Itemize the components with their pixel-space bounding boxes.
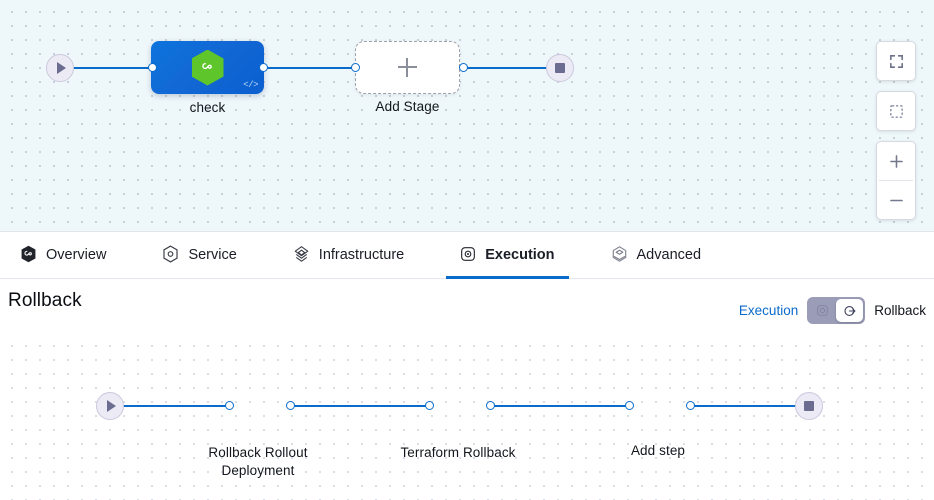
fit-to-screen-button[interactable] [877, 42, 915, 80]
port-rollout-out[interactable] [286, 401, 295, 410]
port-add-step-in[interactable] [625, 401, 634, 410]
pipeline-stage-canvas[interactable]: </> check Add Stage [0, 0, 934, 232]
stage-label-check: check [189, 100, 226, 115]
rollback-start-node[interactable] [96, 392, 124, 420]
edge-add-stage-to-end [458, 67, 558, 69]
edge-rollout-to-terraform [288, 405, 430, 407]
execution-icon [460, 246, 476, 265]
edge-check-to-add-stage [260, 67, 356, 69]
toggle-label-execution[interactable]: Execution [738, 303, 799, 318]
zoom-out-button[interactable] [877, 181, 915, 219]
stage-tab-bar: Overview Service [0, 232, 934, 279]
minus-icon [889, 199, 903, 201]
toggle-segment-execution[interactable] [809, 299, 836, 322]
infrastructure-layers-icon [293, 245, 310, 266]
edge-start-to-check [72, 67, 162, 69]
tab-execution[interactable]: Execution [446, 232, 569, 279]
port-check-out[interactable] [259, 63, 268, 72]
rollback-header: Rollback Execution Ro [0, 279, 934, 334]
toggle-label-rollback[interactable]: Rollback [874, 303, 926, 318]
edge-terraform-to-add-step [488, 405, 630, 407]
fit-screen-icon [889, 54, 903, 68]
add-step-label: Add step [630, 443, 686, 458]
step-label-rollback-rollout-deployment: Rollback Rollout Deployment [208, 445, 308, 478]
tab-label-infrastructure: Infrastructure [318, 247, 405, 263]
tab-label-service: Service [188, 247, 237, 263]
tab-label-advanced: Advanced [636, 247, 702, 263]
pipeline-start-node[interactable] [46, 54, 74, 82]
edge-add-step-to-end [688, 405, 802, 407]
plus-icon [889, 154, 903, 168]
code-badge-icon: </> [243, 80, 258, 90]
advanced-cube-icon [611, 245, 628, 266]
selection-box-button[interactable] [877, 92, 915, 130]
toggle-switch[interactable] [807, 297, 866, 324]
add-stage-label: Add Stage [375, 99, 440, 114]
selection-box-group [876, 91, 916, 131]
pipeline-end-node[interactable] [546, 54, 574, 82]
tab-label-overview: Overview [46, 247, 107, 263]
plus-icon [398, 58, 417, 77]
toolbar-divider [879, 180, 913, 181]
zoom-in-button[interactable] [877, 142, 915, 180]
port-rollout-in[interactable] [225, 401, 234, 410]
port-terraform-in[interactable] [425, 401, 434, 410]
zoom-controls-group [876, 141, 916, 220]
fit-to-screen-group [876, 41, 916, 81]
selection-box-icon [889, 104, 903, 118]
stage-node-check[interactable]: </> [151, 41, 264, 94]
rollback-step-canvas[interactable]: </> Rollback Rollout Deployment </> [0, 334, 934, 500]
add-stage-button[interactable] [355, 41, 460, 94]
service-hexagon-icon [162, 244, 179, 266]
play-icon [57, 62, 66, 74]
toggle-segment-rollback[interactable] [836, 299, 864, 322]
tab-label-execution: Execution [485, 247, 555, 263]
port-terraform-out[interactable] [486, 401, 495, 410]
rollback-arrow-icon [844, 305, 856, 316]
port-add-stage-out[interactable] [459, 63, 468, 72]
port-check-in[interactable] [148, 63, 157, 72]
page-title: Rollback [8, 290, 82, 311]
harness-hexagon-icon [191, 49, 224, 86]
tab-service[interactable]: Service [156, 232, 242, 278]
tab-infrastructure[interactable]: Infrastructure [287, 232, 410, 278]
port-add-stage-in[interactable] [351, 63, 360, 72]
execution-icon [817, 305, 829, 316]
stop-icon [555, 63, 565, 73]
stop-icon [804, 401, 814, 411]
tab-advanced[interactable]: Advanced [605, 232, 708, 278]
play-icon [107, 400, 116, 412]
rollback-end-node[interactable] [795, 392, 823, 420]
execution-rollback-toggle: Execution Rollback [739, 297, 926, 324]
step-label-terraform-rollback: Terraform Rollback [400, 445, 516, 460]
canvas-divider [0, 231, 934, 232]
tab-overview[interactable]: Overview [14, 232, 112, 278]
port-add-step-out[interactable] [686, 401, 695, 410]
harness-hexagon-icon [20, 245, 37, 266]
edge-start-to-rollback-rollout [122, 405, 230, 407]
